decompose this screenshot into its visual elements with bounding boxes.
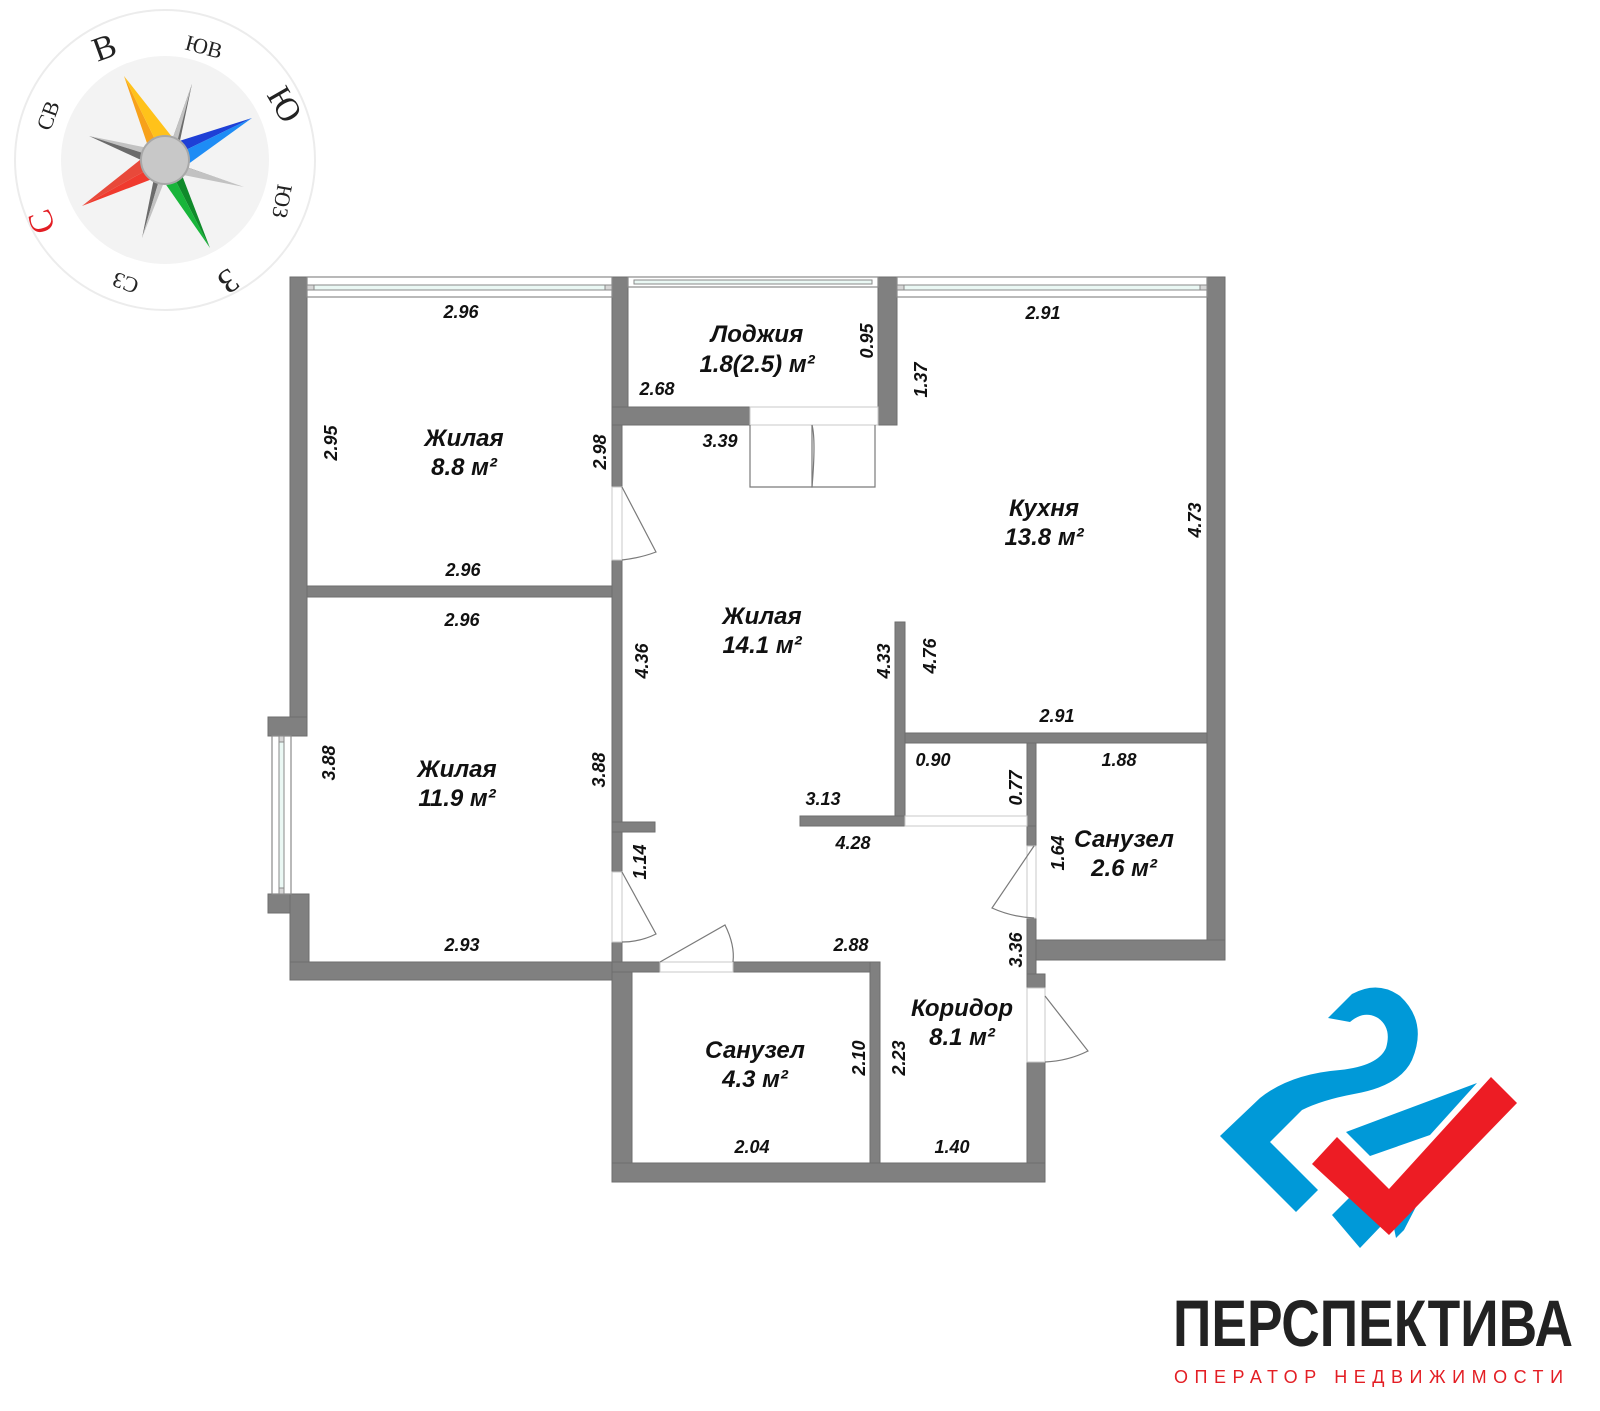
room-name-loggia: Лоджия [709, 321, 803, 348]
room-area-kitchen: 13.8 м² [1004, 524, 1084, 551]
wall-kitchen-partition [894, 621, 906, 823]
wall-closet-right [1026, 742, 1037, 827]
room-area-bathroom-large: 4.3 м² [721, 1066, 789, 1093]
dim-bedroom1-bottom: 2.96 [444, 560, 481, 580]
wall-loggia-bottom [611, 406, 751, 426]
dim-kitchen-right: 4.73 [1185, 502, 1205, 538]
wall-bath-small-bottom [1035, 939, 1226, 961]
dim-living-bottom: 3.13 [805, 789, 840, 809]
room-area-bedroom-2: 11.9 м² [418, 785, 496, 812]
dim-corridor-right: 3.36 [1006, 932, 1026, 968]
room-name-corridor: Коридор [911, 995, 1013, 1022]
wall-bedrooms-divider [306, 585, 613, 598]
dim-bedroom2-bottom: 2.93 [443, 935, 479, 955]
wall-kitchen-right [1206, 276, 1226, 961]
wall-bottom [611, 1162, 1046, 1183]
door-bath-large [659, 961, 734, 973]
dim-living-lower-left: 1.14 [630, 844, 650, 879]
wall-living-left [611, 559, 623, 823]
room-name-bathroom-large: Санузел [705, 1037, 805, 1064]
dim-bath-large-right: 2.10 [849, 1040, 869, 1076]
door-loggia-left [749, 425, 813, 488]
room-area-loggia: 1.8(2.5) м² [699, 351, 815, 378]
wall-kitchen-bottom [896, 732, 1208, 744]
dim-bedroom2-right: 3.88 [589, 752, 609, 787]
dim-bedroom2-top: 2.96 [443, 610, 480, 630]
logo-mark-icon [1220, 987, 1517, 1248]
dim-living-left: 4.36 [632, 643, 652, 680]
dim-loggia-right: 0.95 [857, 323, 877, 359]
room-area-bedroom-1: 8.8 м² [431, 454, 498, 481]
wall-bedroom2-bottom [289, 961, 631, 981]
compass-label-southwest: ЮЗ [267, 183, 297, 220]
wall-living-left-lower [611, 831, 623, 873]
door-bedroom1 [611, 486, 623, 561]
compass-star-icon [82, 76, 252, 248]
room-area-bathroom-small: 2.6 м² [1090, 855, 1158, 882]
dim-corridor-bottom: 1.40 [934, 1137, 969, 1157]
compass-rose: В ЮВ Ю ЮЗ З СЗ С СВ [14, 9, 316, 311]
brand-tagline: ОПЕРАТОР НЕДВИЖИМОСТИ [1174, 1367, 1569, 1387]
wall-bath-large-top-right [732, 961, 881, 973]
room-name-living: Жилая [720, 603, 801, 630]
dim-bath-small-top: 1.88 [1101, 750, 1136, 770]
closet-opening [904, 815, 1028, 827]
dim-bedroom1-left: 2.95 [321, 425, 341, 462]
brand-logo: ПЕРСПЕКТИВА ОПЕРАТОР НЕДВИЖИМОСТИ [1173, 987, 1573, 1387]
dim-living-right: 4.33 [874, 643, 894, 679]
room-area-living: 14.1 м² [722, 632, 802, 659]
brand-name: ПЕРСПЕКТИВА [1173, 1286, 1573, 1360]
dim-kitchen-bottom: 2.91 [1038, 706, 1074, 726]
wall-bath-left-lower [1026, 917, 1037, 975]
wall-living-stub [611, 821, 656, 833]
door-loggia-right [811, 424, 876, 488]
dim-kitchen-left-upper: 1.37 [911, 362, 931, 398]
room-name-bathroom-small: Санузел [1074, 826, 1174, 853]
dim-hall-bottom: 2.88 [832, 935, 868, 955]
walls [267, 276, 1226, 1183]
door-entrance [1026, 987, 1046, 1063]
dim-closet-top: 0.90 [915, 750, 950, 770]
wall-living-bottom [799, 815, 906, 827]
room-labels: Жилая 8.8 м² Лоджия 1.8(2.5) м² Кухня 13… [415, 321, 1174, 1093]
room-name-kitchen: Кухня [1009, 495, 1079, 522]
dim-bedroom1-right: 2.98 [590, 434, 610, 470]
dim-loggia-bottom-left: 2.68 [638, 379, 674, 399]
dim-hall-top: 4.28 [834, 833, 870, 853]
room-area-corridor: 8.1 м² [929, 1024, 996, 1051]
dim-closet-right: 0.77 [1006, 770, 1026, 806]
windows [271, 276, 1208, 895]
dim-kitchen-top: 2.91 [1024, 303, 1060, 323]
dim-bath-large-bottom: 2.04 [733, 1137, 769, 1157]
dim-kitchen-left-lower: 4.76 [920, 638, 940, 675]
room-name-bedroom-1: Жилая [422, 425, 503, 452]
wall-bath-large-top-left [611, 961, 661, 973]
room-name-bedroom-2: Жилая [415, 756, 496, 783]
wall-loggia-right [877, 276, 898, 426]
compass-center [140, 135, 190, 185]
wall-bath-corridor-divider [869, 961, 881, 1168]
wall-bath-left-upper [1026, 825, 1037, 847]
dim-bedroom1-top: 2.96 [442, 302, 479, 322]
wall-loggia-left [611, 276, 629, 426]
dim-bath-small-left: 1.64 [1048, 835, 1068, 870]
wall-niche-top [267, 716, 308, 737]
wall-bedroom1-right-upper [611, 424, 623, 488]
dim-corridor-left: 2.23 [889, 1040, 909, 1076]
dim-bedroom2-left: 3.88 [319, 745, 339, 780]
wall-bath-large-left [611, 971, 633, 1183]
doors [611, 406, 1089, 1063]
door-bath-small [1026, 845, 1037, 919]
dim-living-top: 3.39 [702, 431, 737, 451]
wall-left-upper [289, 276, 308, 721]
dimension-labels: 2.96 2.96 2.68 2.91 2.91 3.39 3.13 4.28 … [319, 302, 1205, 1157]
door-bedroom2 [611, 871, 623, 943]
